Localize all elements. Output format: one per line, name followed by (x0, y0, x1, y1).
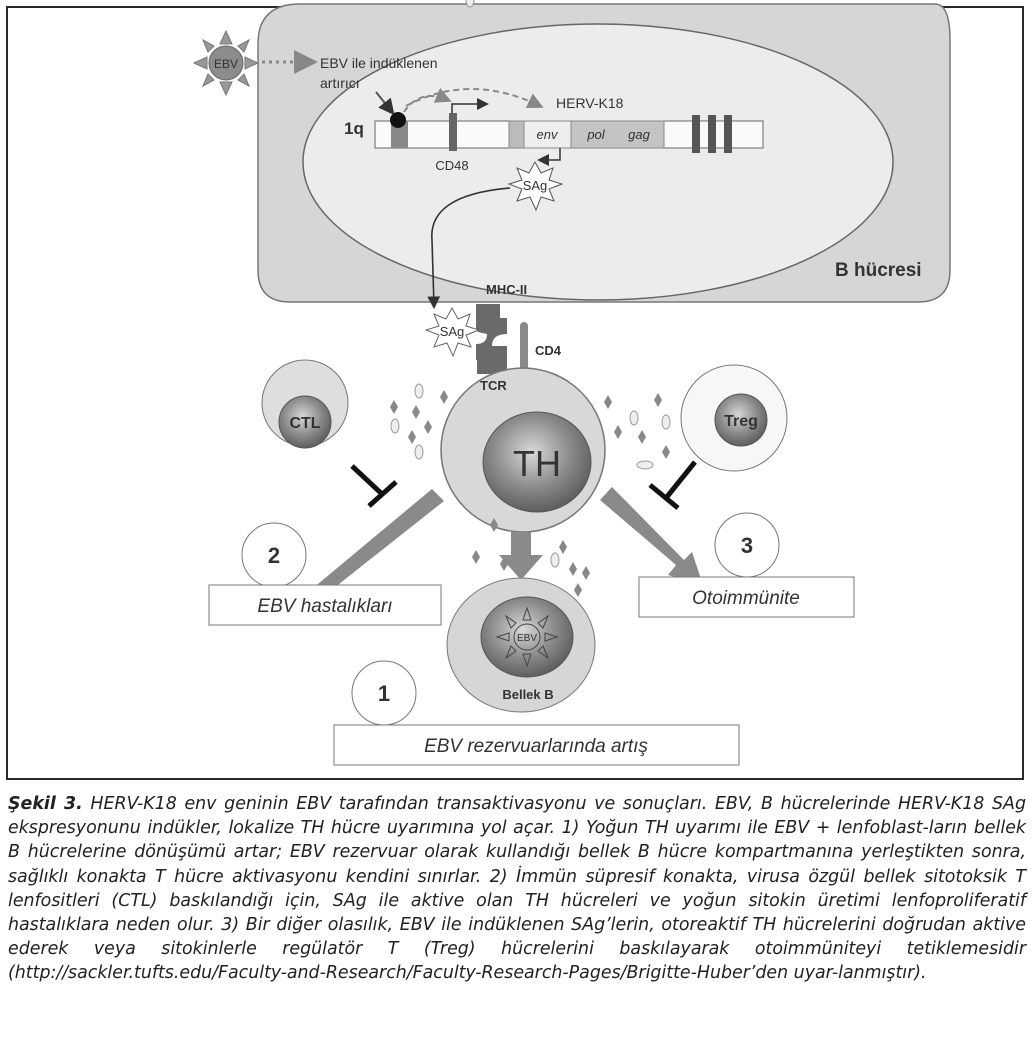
memory-b-ebv-icon (495, 606, 559, 668)
enhancer-pointer-arrow (375, 91, 395, 116)
ebv-virus-label: EBV (214, 57, 238, 71)
pol-label: pol (586, 127, 605, 142)
cd48-promoter-arrow (451, 98, 489, 113)
outcome-1-box (333, 724, 740, 766)
caption-lead: Şekil 3. (8, 794, 83, 814)
cd48-label: CD48 (435, 158, 468, 173)
outcome-2-label: EBV hastalıkları (257, 596, 392, 617)
enhancer-dashed-arc (403, 87, 452, 113)
outcome-3-label: Otoimmünite (692, 588, 800, 609)
enhancer-label: EBV ile indüklenen (320, 55, 438, 71)
outcome-2-box (208, 584, 442, 626)
enhancer-segment (391, 121, 408, 148)
sag-bound-label: SAg (440, 324, 465, 339)
outcome-3-number: 3 (741, 533, 753, 558)
outcome-2-number: 2 (268, 543, 280, 568)
mhc-label: MHC-II (486, 282, 527, 297)
band-3 (724, 115, 732, 153)
enhancer-label-2: artırıcı (320, 75, 360, 91)
memory-b-nucleus (480, 596, 574, 678)
treg-inhibition-icon (648, 460, 697, 510)
figure-caption: Şekil 3. HERV-K18 env geninin EBV tarafı… (8, 792, 1026, 986)
cd48-gene (449, 113, 457, 151)
tcr-receptor (477, 360, 507, 374)
env-promoter-arrow (537, 148, 561, 166)
arrow-to-autoimmunity (600, 487, 703, 585)
enhancer-dashed-arc-2 (405, 88, 544, 108)
gag-label: gag (628, 127, 650, 142)
b-cell-label: B hücresi (835, 260, 922, 281)
memory-b-ebv-label: EBV (517, 633, 537, 644)
ebv-virus-icon (192, 29, 260, 97)
caption-text: HERV-K18 env geninin EBV tarafından tran… (8, 794, 1026, 984)
mhc-receptor (476, 304, 507, 360)
sag-transport-arrow (427, 187, 511, 310)
pol-gag-gene (570, 120, 665, 149)
enhancer-dot (390, 112, 406, 128)
memory-b-label: Bellek B (502, 687, 553, 702)
chromosome-label: 1q (344, 119, 364, 138)
env-label: env (537, 127, 559, 142)
herv-label: HERV-K18 (556, 95, 624, 111)
outcome-1-label: EBV rezervuarlarında artış (424, 736, 648, 757)
treg-nucleus (714, 393, 768, 447)
band-2 (708, 115, 716, 153)
cd4-label: CD4 (535, 343, 562, 358)
ctl-inhibition-icon (350, 464, 398, 508)
th-label: TH (513, 443, 561, 484)
treg-label: Treg (724, 413, 758, 430)
outcome-1-number: 1 (378, 681, 390, 706)
ctl-label: CTL (289, 415, 320, 432)
sag-label: SAg (523, 178, 548, 193)
herv-ltr (508, 120, 525, 149)
tcr-label: TCR (480, 378, 507, 393)
arrow-to-memory-b (499, 532, 543, 580)
th-nucleus (482, 411, 592, 513)
sag-bound-burst-icon (424, 306, 481, 358)
band-1 (692, 115, 700, 153)
cd4-receptor (520, 322, 528, 374)
outcome-3-box (638, 576, 855, 618)
sag-burst-icon (507, 160, 564, 212)
cytokine-particles (390, 0, 671, 597)
ctl-nucleus (278, 395, 332, 449)
diagram: B hücresi EBV EBV ile indüklenen artırıc… (192, 0, 951, 766)
